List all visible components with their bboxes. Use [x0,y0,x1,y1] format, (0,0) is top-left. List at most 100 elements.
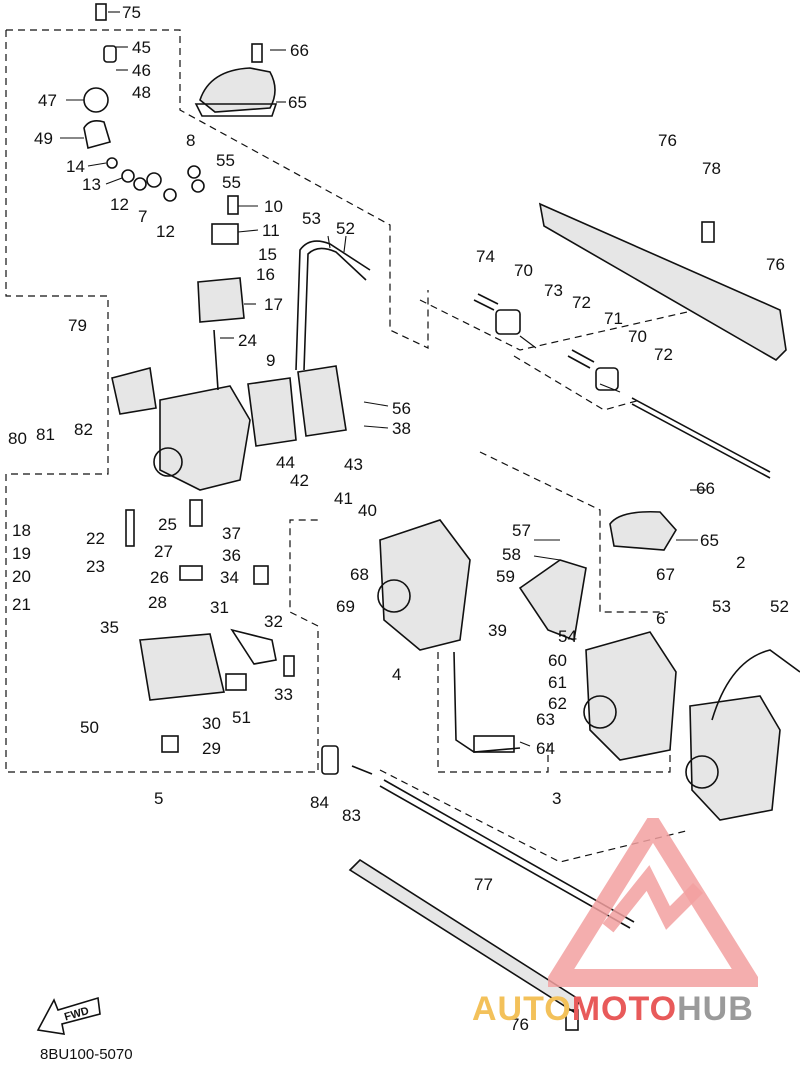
cable-64-part [453,651,521,753]
callout-19: 19 [12,544,31,563]
callout-55: 55 [216,151,235,170]
bracket-54-part [518,559,587,642]
callout-5: 5 [154,789,163,808]
needle-22-part [125,509,135,547]
callout-70: 70 [628,327,647,346]
callout-70: 70 [514,261,533,280]
callout-6: 6 [656,609,665,628]
spring-71-part [567,349,595,369]
callout-52: 52 [336,219,355,238]
callout-75: 75 [122,3,141,22]
callout-12: 12 [156,222,175,241]
watermark-part1: AUTO [472,990,572,1028]
watermark-text: AUTOMOTOHUB [472,990,754,1029]
watermark-part2: MOTO [571,990,678,1028]
leader-lines [60,11,706,747]
rod-72b-part [631,403,771,479]
group-boundary-5 [5,30,319,773]
callout-18: 18 [12,521,31,540]
lever-49-part [83,120,112,149]
callout-34: 34 [220,568,239,587]
screw-75-part [95,3,107,21]
screw-10-part [227,195,239,215]
callout-22: 22 [86,529,105,548]
carburetor-5-intake-part [153,447,183,477]
spring-83-part [351,765,373,775]
callout-64: 64 [536,739,555,758]
callout-29: 29 [202,739,221,758]
callout-55: 55 [222,173,241,192]
callout-80: 80 [8,429,27,448]
callout-8: 8 [186,131,195,150]
callout-36: 36 [222,546,241,565]
callout-60: 60 [548,651,567,670]
callout-73: 73 [544,281,563,300]
top-cover-part [199,67,276,113]
carburetor-3-intake-part [583,695,617,729]
group-boundary-71 [513,355,641,411]
callout-30: 30 [202,714,221,733]
callout-17: 17 [264,295,283,314]
rod-77-part [379,785,631,929]
callout-66: 66 [290,41,309,60]
callout-24: 24 [238,331,257,350]
callout-53: 53 [302,209,321,228]
callout-84: 84 [310,793,329,812]
callout-37: 37 [222,524,241,543]
watermark-part3: HUB [677,990,754,1028]
carburetor-4-body-part [379,519,471,651]
callout-51: 51 [232,708,251,727]
callout-81: 81 [36,425,55,444]
arm-7-part [146,172,162,188]
callout-71: 71 [604,309,623,328]
screw-76-part [565,1009,579,1031]
callout-72: 72 [572,293,591,312]
lever-47-part [83,87,109,113]
spring-45-part [103,45,117,63]
hose-53-part [295,240,371,371]
bracket-rail-part [538,202,787,361]
callout-26: 26 [150,568,169,587]
callout-68: 68 [350,565,369,584]
callout-59: 59 [496,567,515,586]
callout-25: 25 [158,515,177,534]
callout-16: 16 [256,265,275,284]
callout-45: 45 [132,38,151,57]
sleeve-70-part [495,309,521,335]
callout-63: 63 [536,710,555,729]
callout-62: 62 [548,694,567,713]
washer-12b-part [163,188,177,202]
callout-13: 13 [82,175,101,194]
callout-35: 35 [100,618,119,637]
callout-11: 11 [262,221,280,240]
callout-52: 52 [770,597,789,616]
callout-66: 66 [696,479,715,498]
carburetor-2-intake-part [685,755,719,789]
callout-32: 32 [264,612,283,631]
cover-17-part [197,277,245,323]
callout-56: 56 [392,399,411,418]
callout-67: 67 [656,565,675,584]
callout-78: 78 [702,159,721,178]
carburetor-3-body-part [585,631,677,761]
top-cover-gasket-part [194,103,278,117]
watermark-logo-icon [548,818,758,987]
cap-55-part [187,165,201,179]
valve-34-part [253,565,269,585]
callout-44: 44 [276,453,295,472]
callout-33: 33 [274,685,293,704]
callout-23: 23 [86,557,105,576]
callout-43: 43 [344,455,363,474]
callout-83: 83 [342,806,361,825]
hose-2-part [711,649,800,721]
float-bowl-35-part [139,633,225,701]
callout-79: 79 [68,316,87,335]
washer-12-part [133,177,147,191]
cover-79-part [111,366,157,415]
callout-77: 77 [474,875,493,894]
callout-72: 72 [654,345,673,364]
screw-51-part [225,673,247,691]
callout-54: 54 [558,627,577,646]
sensor-32-part [230,628,277,665]
